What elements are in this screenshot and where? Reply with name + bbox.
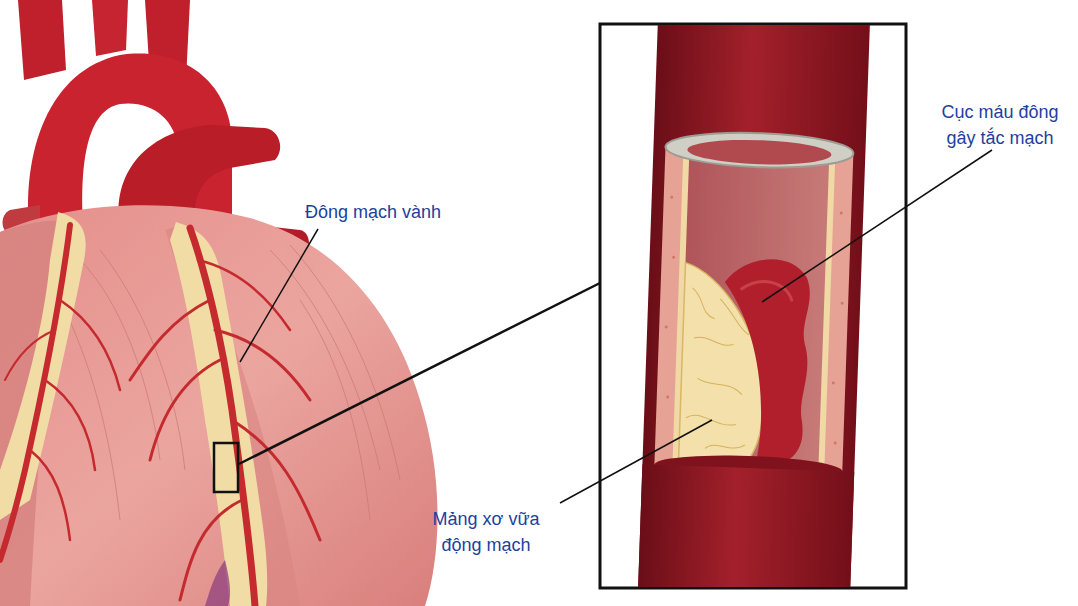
callout-label: Mảng xơ vữa động mạch	[418, 506, 554, 558]
heart	[0, 0, 438, 606]
callout-label: Đông mạch vành	[305, 199, 505, 225]
callout-label: Cục máu đông gây tắc mạch	[930, 99, 1070, 151]
zoom-line	[239, 283, 600, 464]
leader-lines	[240, 150, 992, 503]
artery-section	[636, 25, 871, 587]
